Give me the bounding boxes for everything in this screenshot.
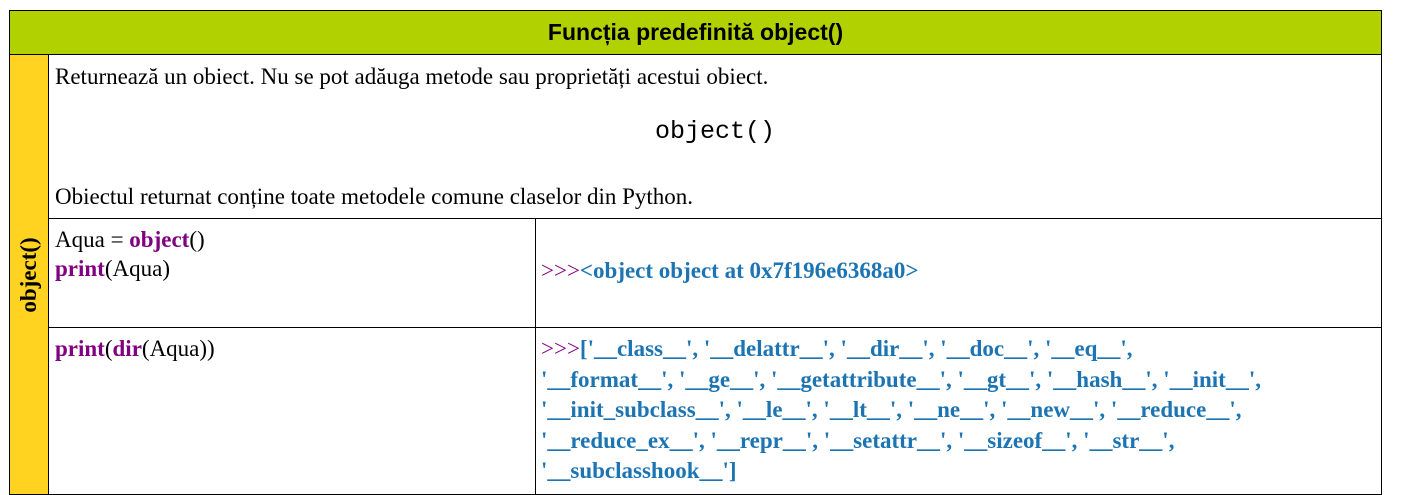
- code-line: print(Aqua): [55, 254, 529, 283]
- example-1-output: >>><object object at 0x7f196e6368a0>: [534, 218, 1383, 328]
- output-prompt: >>>: [541, 336, 580, 361]
- description-cell: Returnează un obiect. Nu se pot adăuga m…: [47, 54, 1383, 219]
- code-text: (): [189, 227, 205, 252]
- code-keyword: object: [129, 227, 190, 252]
- code-line: Aqua = object(): [55, 225, 529, 254]
- output-text: <object object at 0x7f196e6368a0>: [579, 258, 919, 283]
- function-table: Funcția predefinită object() object() Re…: [8, 10, 1383, 495]
- side-label-cell: object(): [9, 54, 49, 495]
- code-text: (: [104, 336, 113, 361]
- output-line: '__reduce_ex__', '__repr__', '__setattr_…: [541, 427, 1175, 453]
- example-2-code: print(dir(Aqua)): [48, 327, 536, 495]
- output-line: '__subclasshook__']: [541, 458, 737, 483]
- side-label: object(): [16, 236, 41, 313]
- output-line: '__format__', '__ge__', '__getattribute_…: [541, 366, 1261, 392]
- table-title: Funcția predefinită object(): [8, 10, 1383, 55]
- code-keyword: print: [55, 256, 105, 281]
- code-keyword: print: [55, 336, 105, 361]
- code-keyword: dir: [112, 336, 142, 361]
- syntax-example: object(): [655, 117, 776, 146]
- code-line: print(dir(Aqua)): [55, 334, 529, 363]
- output-prompt: >>>: [541, 258, 580, 283]
- output-line: >>>['__class__', '__delattr__', '__dir__…: [541, 334, 1377, 365]
- description-line-2: Obiectul returnat conține toate metodele…: [55, 184, 694, 209]
- example-2-output: >>>['__class__', '__delattr__', '__dir__…: [534, 327, 1383, 495]
- code-text: Aqua =: [55, 227, 130, 252]
- example-1-code: Aqua = object() print(Aqua): [48, 218, 536, 328]
- code-text: (Aqua): [104, 256, 170, 281]
- code-text: (Aqua)): [141, 336, 215, 361]
- output-line: '__init_subclass__', '__le__', '__lt__',…: [541, 397, 1242, 422]
- description-line-1: Returnează un obiect. Nu se pot adăuga m…: [55, 64, 769, 89]
- output-text: ['__class__', '__delattr__', '__dir__', …: [579, 336, 1133, 361]
